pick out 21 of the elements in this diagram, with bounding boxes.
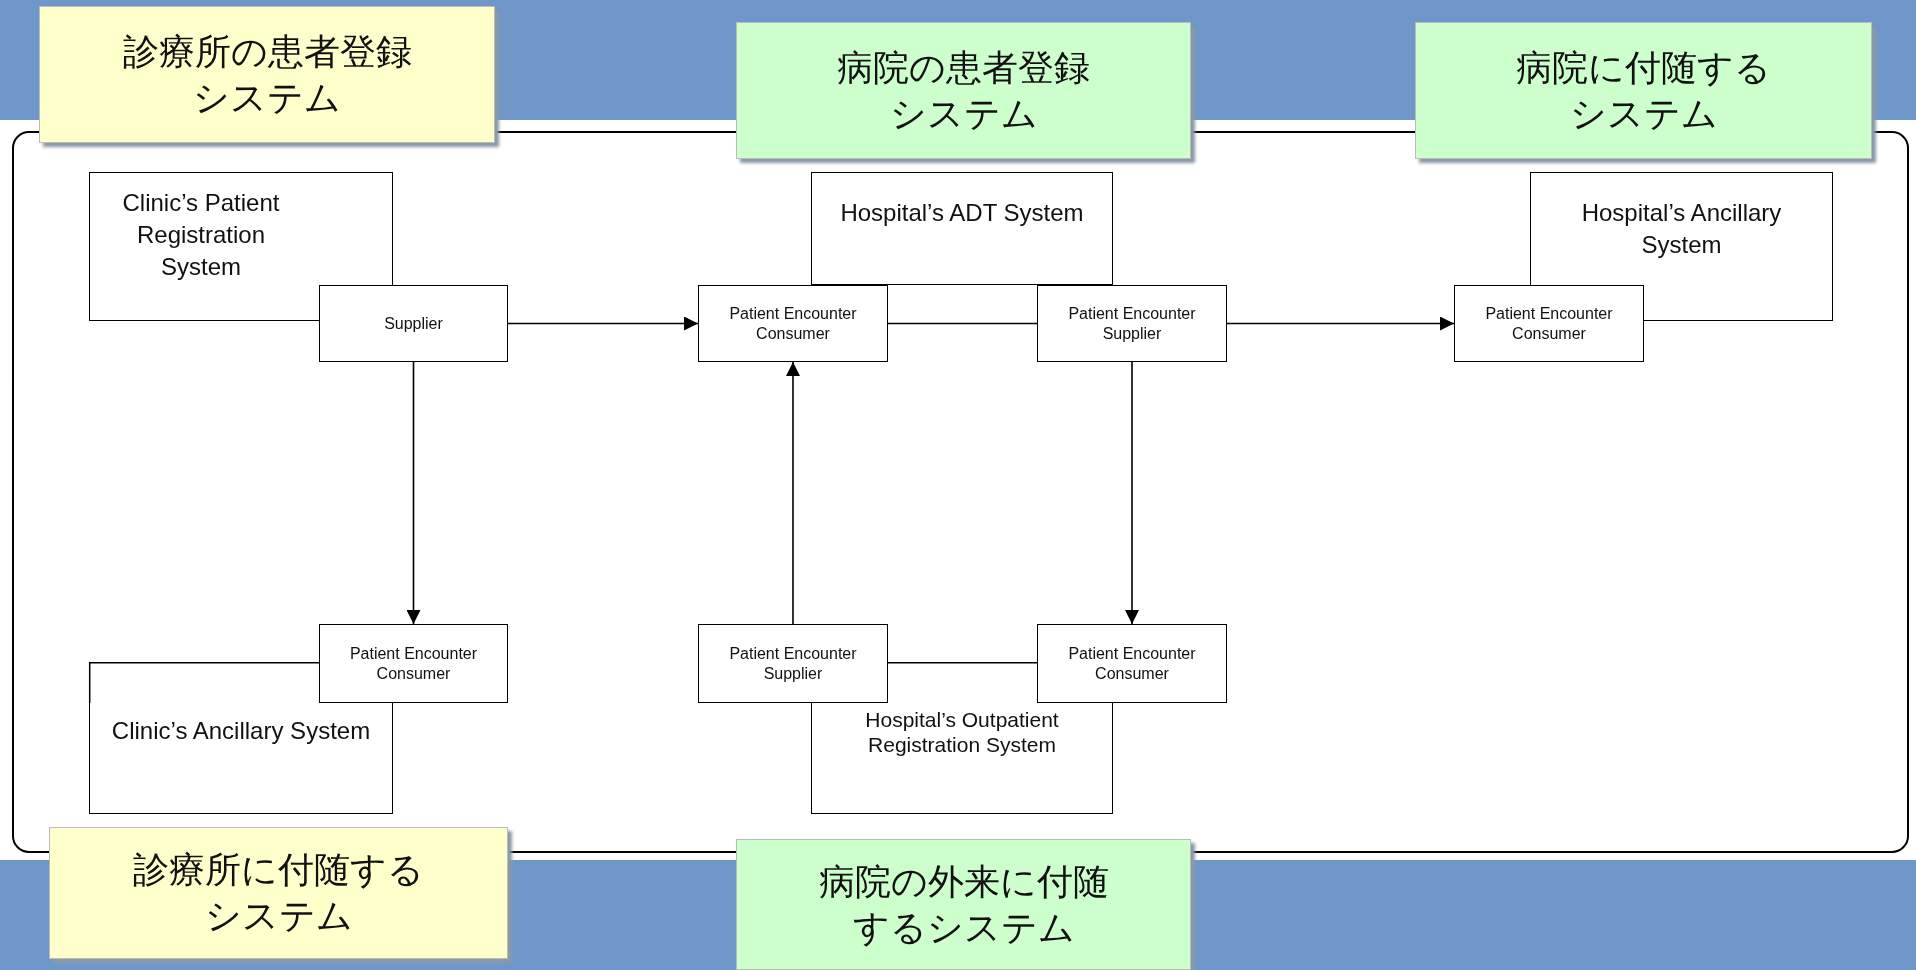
category-label: 病院に付随するシステム [1415, 22, 1872, 159]
arrow [507, 316, 699, 331]
interface-box: Patient Encounter Supplier [1037, 285, 1227, 362]
interface-box: Patient Encounter Consumer [698, 285, 888, 362]
arrow [406, 361, 421, 625]
arrow [786, 361, 800, 625]
interface-box: Patient Encounter Consumer [1037, 624, 1227, 703]
system-box: Clinic’s Ancillary System [89, 703, 393, 814]
category-label: 病院の患者登録システム [736, 22, 1191, 159]
interface-box: Patient Encounter Supplier [698, 624, 888, 703]
category-label: 診療所に付随するシステム [49, 827, 508, 959]
category-label: 診療所の患者登録システム [39, 6, 495, 143]
category-label: 病院の外来に付随するシステム [736, 839, 1191, 970]
interface-box: Supplier [319, 285, 508, 362]
interface-box: Patient Encounter Consumer [1454, 285, 1644, 362]
arrow [1125, 361, 1139, 625]
system-box: Hospital’s ADT System [811, 172, 1113, 285]
connector-line [887, 322, 1038, 325]
arrow [1226, 316, 1455, 331]
system-box: Hospital’s Outpatient Registration System [811, 703, 1113, 814]
interface-box: Patient Encounter Consumer [319, 624, 508, 703]
